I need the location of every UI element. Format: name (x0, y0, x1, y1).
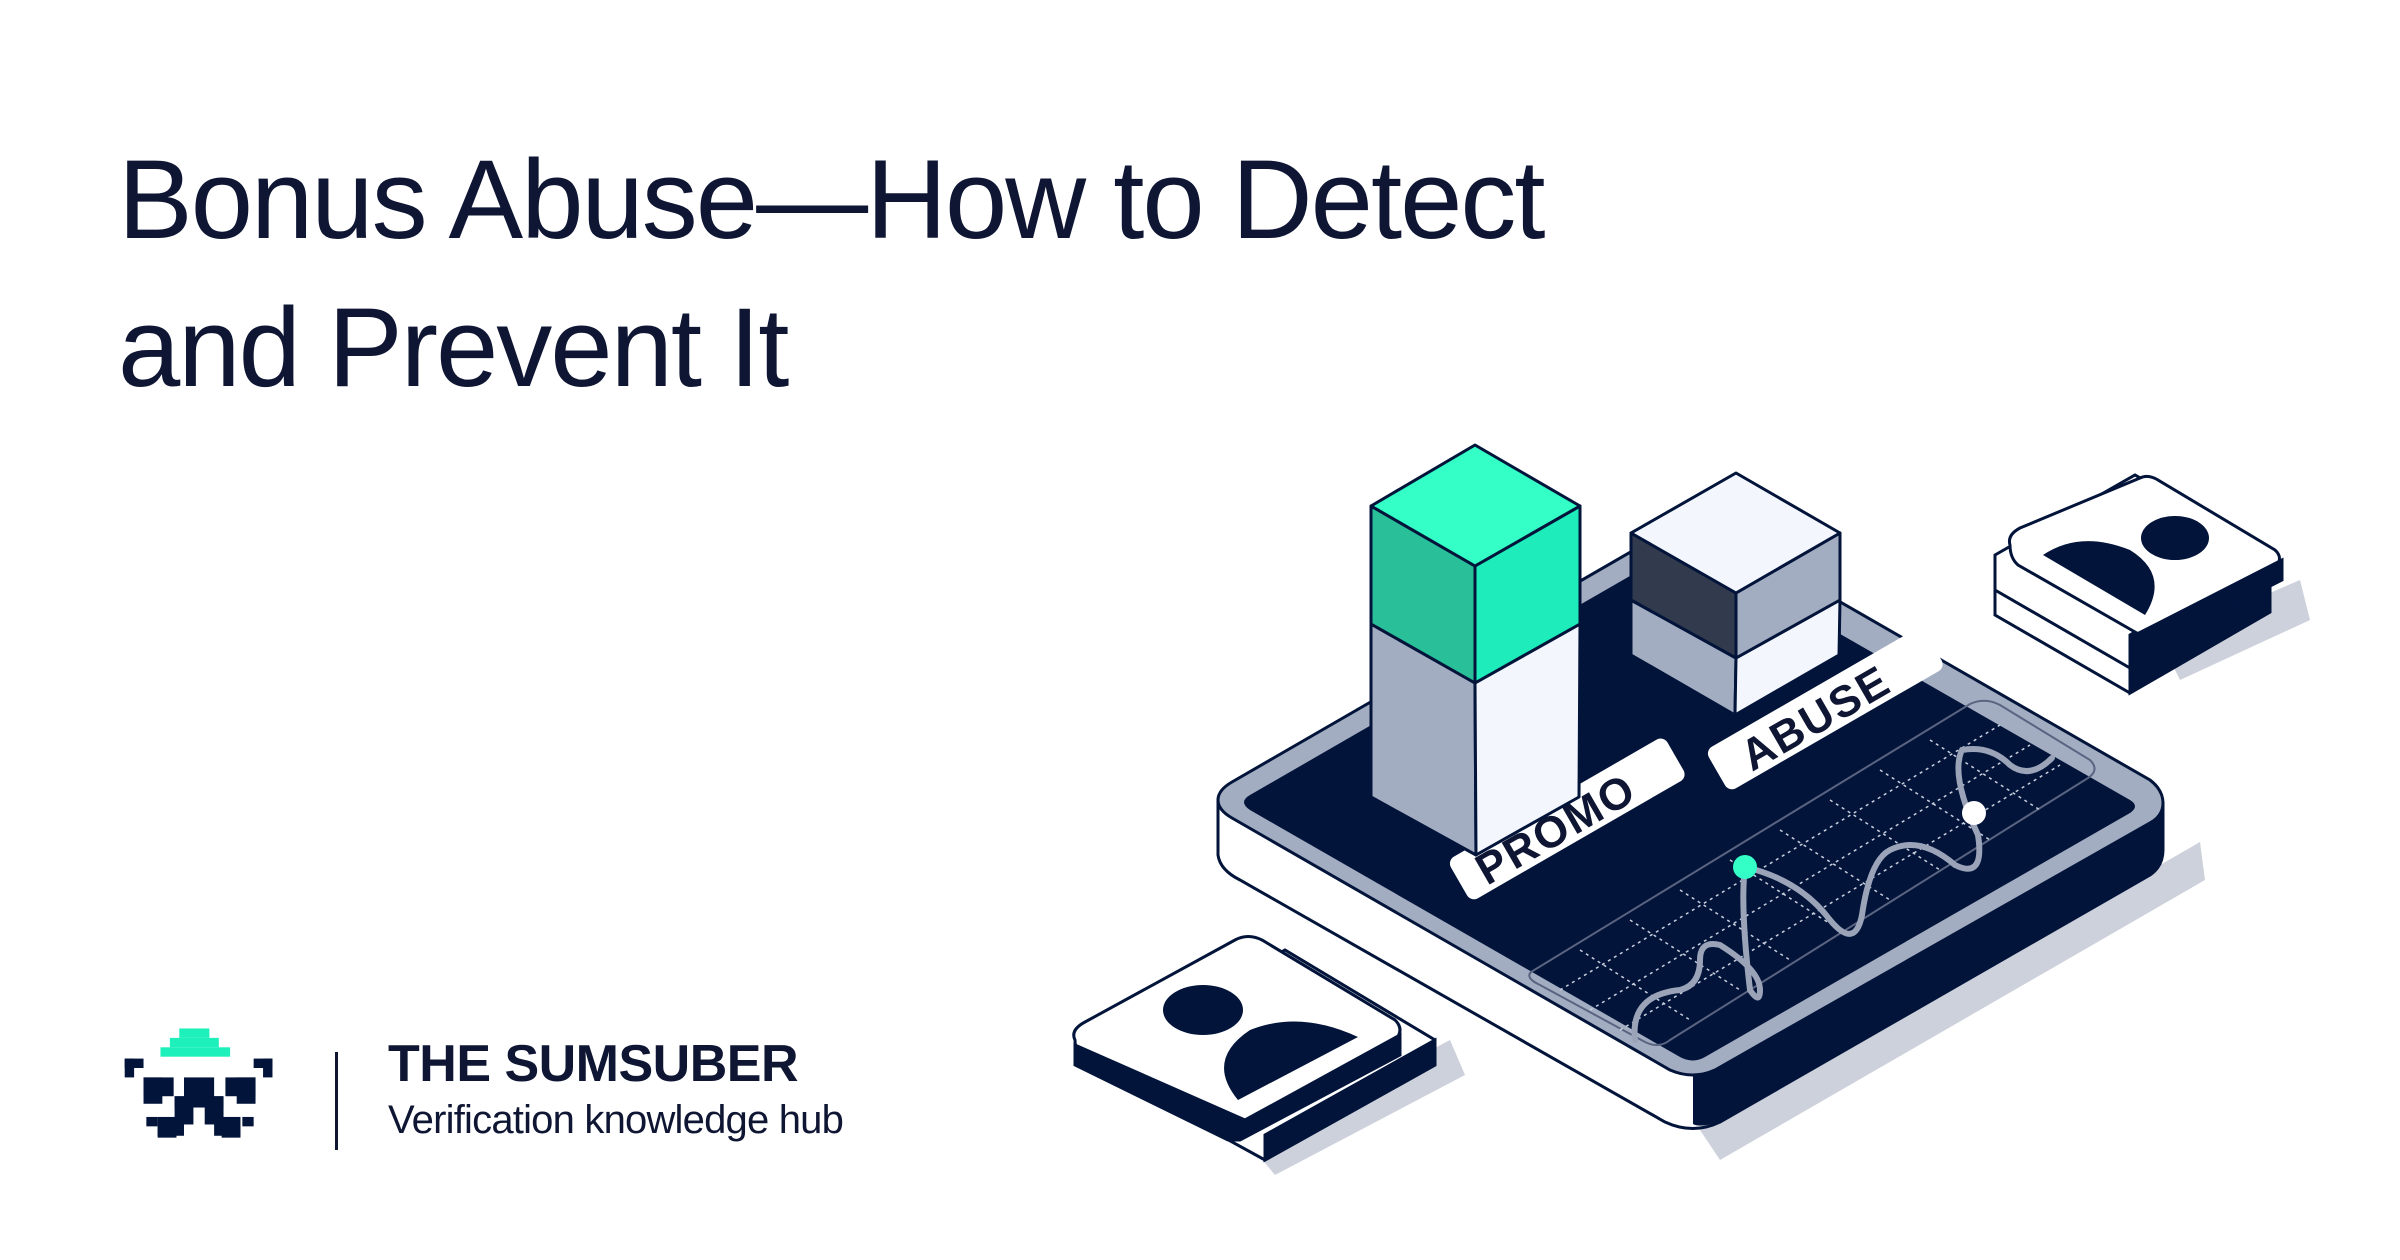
page-title: Bonus Abuse—How to Detect and Prevent It (118, 126, 1918, 422)
user-head-icon (2141, 516, 2209, 560)
brand-divider (335, 1052, 338, 1150)
title-line-1: Bonus Abuse—How to Detect (118, 137, 1545, 262)
abuse-bar (1629, 471, 1842, 717)
abuse-point-marker (1962, 801, 1986, 825)
pixel-robot-icon (124, 1028, 273, 1138)
brand-name: THE SUMSUBER (388, 1035, 799, 1093)
line-chart-panel (1528, 699, 2096, 1046)
user-card-stack-left (1072, 935, 1437, 1163)
promo-point-marker (1733, 855, 1757, 879)
user-card-stack-right (1993, 473, 2284, 696)
user-body-icon (2043, 541, 2155, 615)
brand-tagline: Verification knowledge hub (388, 1098, 844, 1142)
promo-bar (1369, 443, 1582, 857)
title-line-2: and Prevent It (118, 285, 789, 410)
user-head-icon (1163, 985, 1243, 1035)
user-body-icon (1224, 1021, 1358, 1100)
